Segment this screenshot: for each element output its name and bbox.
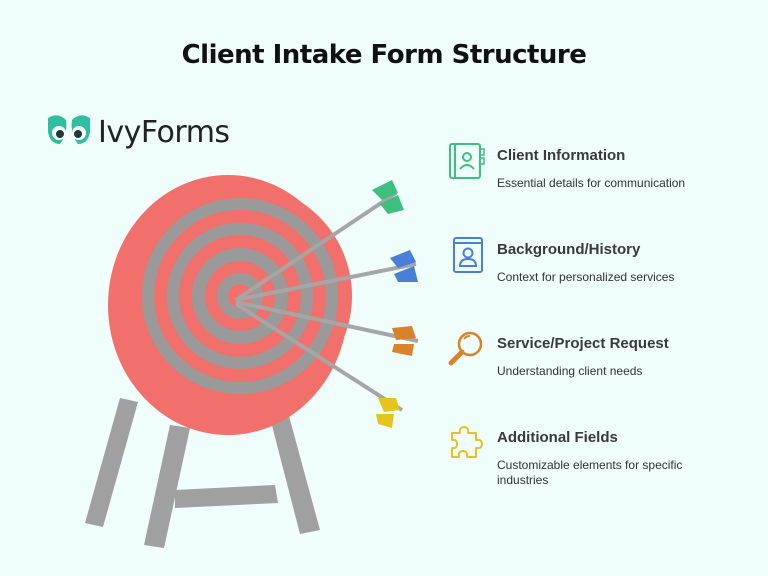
arrow-1 (234, 180, 404, 302)
arrow-1-fletching (372, 180, 398, 200)
item-description: Understanding client needs (497, 364, 643, 378)
user-profile-icon (453, 237, 483, 273)
arrow-2-fletching (390, 250, 416, 268)
item-title: Client Information (497, 147, 626, 164)
puzzle-icon (451, 426, 483, 458)
item-title: Additional Fields (497, 429, 618, 446)
item-title: Background/History (497, 241, 641, 258)
arrow-3 (235, 300, 419, 356)
owl-eyes-icon (48, 115, 90, 144)
arrow-2 (235, 250, 418, 302)
item-description: Customizable elements for specific indus… (497, 458, 683, 487)
page-title: Client Intake Form Structure (181, 40, 587, 70)
item-title: Service/Project Request (497, 335, 669, 352)
arrow-4-fletching (378, 398, 400, 412)
item-description: Essential details for communication (497, 176, 686, 190)
target-stand (85, 398, 320, 548)
brand-logo: IvyForms (46, 112, 230, 152)
item-description: Context for personalized services (497, 270, 675, 284)
arrow-4 (234, 302, 404, 428)
logo-text: IvyForms (98, 114, 230, 150)
arrow-3-fletching (392, 326, 416, 340)
magnifier-icon (448, 331, 483, 366)
contact-book-icon (449, 143, 485, 179)
